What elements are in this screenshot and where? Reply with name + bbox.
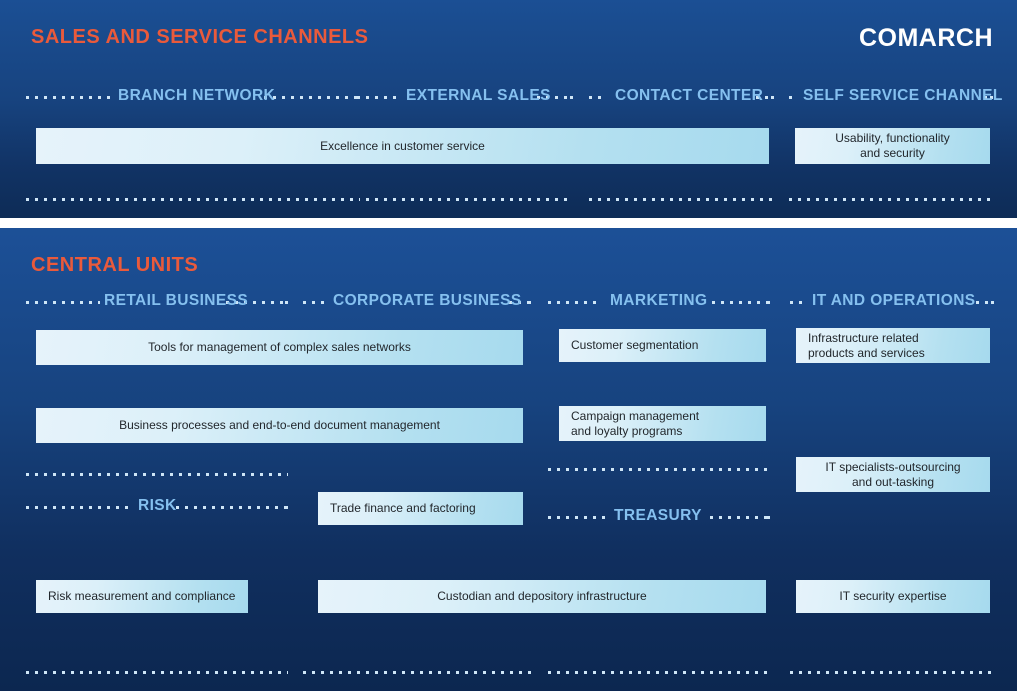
- group-border-bottom: [589, 198, 774, 201]
- group-border-top-left: [548, 301, 602, 304]
- group-marketing: MARKETING: [548, 292, 770, 471]
- group-branch-network: BRANCH NETWORK: [26, 87, 360, 201]
- group-risk: RISK: [26, 497, 288, 674]
- chip-custodian-and-depository-infrastructure: Custodian and depository infrastructure: [318, 580, 766, 613]
- chip-text: Tools for management of complex sales ne…: [148, 340, 411, 354]
- group-border-left: [303, 301, 306, 674]
- chip-customer-segmentation: Customer segmentation: [559, 329, 766, 362]
- chip-text-line2: and security: [860, 146, 925, 160]
- chip-it-security-expertise: IT security expertise: [796, 580, 990, 613]
- chip-excellence-in-customer-service: Excellence in customer service: [36, 128, 769, 164]
- group-corporate-business: CORPORATE BUSINESS: [303, 292, 531, 674]
- chip-business-processes: Business processes and end-to-end docume…: [36, 408, 523, 443]
- chip-campaign-management: Campaign management and loyalty programs: [559, 406, 766, 441]
- section-divider: [0, 218, 1017, 228]
- group-label-external-sales: EXTERNAL SALES: [406, 87, 551, 104]
- group-border-right: [991, 301, 994, 674]
- group-border-top-left: [26, 96, 114, 99]
- group-label-corporate-business: CORPORATE BUSINESS: [333, 292, 522, 309]
- group-border-right: [528, 301, 531, 674]
- group-self-service-channel: SELF SERVICE CHANNEL: [789, 87, 1002, 201]
- group-border-bottom: [789, 198, 993, 201]
- group-border-left: [789, 96, 792, 201]
- group-border-right: [990, 96, 993, 201]
- chip-text-line1: IT specialists-outsourcing: [825, 459, 961, 474]
- group-label-marketing: MARKETING: [610, 292, 708, 309]
- group-label-treasury: TREASURY: [614, 507, 702, 524]
- group-border-top-left: [790, 301, 808, 304]
- group-border-top-right: [756, 96, 774, 99]
- group-border-top-right: [710, 516, 770, 519]
- group-border-top-right: [226, 301, 288, 304]
- chip-tools-for-management: Tools for management of complex sales ne…: [36, 330, 523, 365]
- group-border-bottom: [548, 671, 770, 674]
- group-border-top-right: [537, 96, 573, 99]
- group-it-and-operations: IT AND OPERATIONS: [790, 292, 994, 674]
- central-units-section: CENTRAL UNITS RETAIL BUSINESS CORPORATE …: [0, 228, 1017, 691]
- group-border-right: [767, 301, 770, 471]
- chip-text: Customer segmentation: [571, 338, 699, 352]
- group-border-top-left: [548, 516, 606, 519]
- group-border-right: [767, 516, 770, 674]
- group-border-right: [285, 301, 288, 476]
- group-label-it-and-operations: IT AND OPERATIONS: [812, 292, 976, 309]
- group-border-right: [285, 506, 288, 674]
- group-border-bottom: [26, 671, 288, 674]
- group-border-bottom: [26, 198, 360, 201]
- chip-text: Risk measurement and compliance: [48, 589, 236, 603]
- group-border-top-left: [26, 506, 130, 509]
- group-label-retail-business: RETAIL BUSINESS: [104, 292, 249, 309]
- group-border-left: [548, 301, 551, 471]
- group-border-bottom: [26, 473, 288, 476]
- section-title-sales: SALES AND SERVICE CHANNELS: [31, 26, 369, 48]
- group-border-top-left: [26, 301, 100, 304]
- chip-text-line2: products and services: [808, 345, 925, 360]
- group-border-left: [26, 301, 29, 476]
- chip-text: Custodian and depository infrastructure: [437, 589, 647, 603]
- comarch-logo: COMARCH: [858, 24, 993, 52]
- group-border-top-left: [589, 96, 607, 99]
- group-border-top-right: [176, 506, 288, 509]
- group-border-top-left: [303, 301, 329, 304]
- chip-text: Excellence in customer service: [320, 138, 485, 153]
- chip-text: Business processes and end-to-end docume…: [119, 418, 440, 432]
- chip-text: Trade finance and factoring: [330, 501, 476, 515]
- group-border-top-right: [976, 301, 994, 304]
- group-label-contact-center: CONTACT CENTER: [615, 87, 764, 104]
- group-border-left: [26, 96, 29, 201]
- section-title-central-units: CENTRAL UNITS: [31, 254, 199, 276]
- chip-text-line2: and loyalty programs: [571, 423, 683, 438]
- chip-infrastructure-related-products: Infrastructure related products and serv…: [796, 328, 990, 363]
- chip-risk-measurement-and-compliance: Risk measurement and compliance: [36, 580, 248, 613]
- group-border-left: [26, 506, 29, 674]
- chip-text: IT security expertise: [839, 589, 947, 603]
- group-border-bottom: [303, 671, 531, 674]
- group-border-top-left: [366, 96, 402, 99]
- chip-text-line1: Campaign management: [571, 408, 700, 423]
- chip-text-line2: and out-tasking: [851, 474, 935, 489]
- group-border-bottom: [366, 198, 573, 201]
- group-label-risk: RISK: [138, 497, 177, 514]
- group-border-right: [771, 96, 774, 201]
- group-border-top-right: [509, 301, 531, 304]
- chip-usability-functionality-and-security: Usability, functionality and security: [795, 128, 990, 164]
- group-retail-business: RETAIL BUSINESS: [26, 292, 288, 476]
- group-border-top-right: [712, 301, 770, 304]
- group-border-left: [790, 301, 793, 674]
- group-border-top-left: [789, 96, 798, 99]
- chip-trade-finance-and-factoring: Trade finance and factoring: [318, 492, 523, 525]
- chip-text-line1: Infrastructure related: [808, 330, 919, 345]
- group-border-bottom: [548, 468, 770, 471]
- chip-text-line1: Usability, functionality: [835, 131, 950, 145]
- group-border-bottom: [790, 671, 994, 674]
- group-border-top-right: [264, 96, 360, 99]
- group-label-self-service-channel: SELF SERVICE CHANNEL: [803, 87, 1003, 104]
- group-border-top-right: [984, 96, 993, 99]
- sales-and-service-channels-section: SALES AND SERVICE CHANNELS COMARCH BRANC…: [0, 0, 1017, 222]
- group-label-branch-network: BRANCH NETWORK: [118, 87, 276, 104]
- chip-it-specialists-outsourcing: IT specialists-outsourcing and out-taski…: [796, 457, 990, 492]
